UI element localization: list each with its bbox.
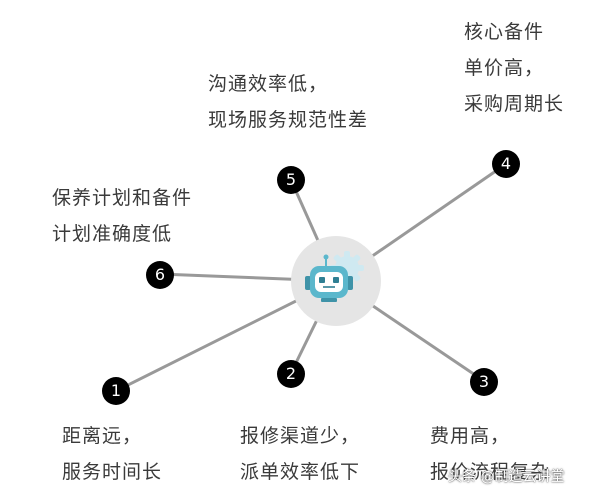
node-6-line-2: 计划准确度低 — [52, 223, 173, 245]
node-2-label: 报修渠道少， 派单效率低下 — [240, 418, 360, 490]
node-3-badge: 3 — [470, 368, 498, 396]
node-5-label: 沟通效率低， 现场服务规范性差 — [208, 66, 368, 138]
node-2-line-2: 派单效率低下 — [240, 461, 361, 483]
node-3-line-1: 费用高， — [430, 425, 511, 447]
node-6-line-1: 保养计划和备件 — [52, 187, 193, 209]
node-2-badge: 2 — [277, 360, 305, 388]
node-3-label: 费用高， 报价流程复杂 — [430, 418, 550, 490]
node-1-label: 距离远， 服务时间长 — [62, 418, 162, 490]
node-5-line-2: 现场服务规范性差 — [208, 109, 369, 131]
node-5-line-1: 沟通效率低， — [208, 73, 329, 95]
node-6-label: 保养计划和备件 计划准确度低 — [52, 180, 192, 252]
robot-gear-icon — [305, 251, 364, 302]
node-3-line-2: 报价流程复杂 — [430, 461, 551, 483]
central-hub — [291, 236, 381, 326]
node-6-badge: 6 — [146, 261, 174, 289]
node-4-line-1: 核心备件 — [464, 21, 545, 43]
watermark: 头条 @制造云讲堂 — [448, 469, 565, 485]
node-4-label: 核心备件 单价高， 采购周期长 — [464, 14, 564, 122]
node-2-line-1: 报修渠道少， — [240, 425, 361, 447]
node-1-badge: 1 — [102, 377, 130, 405]
node-4-badge: 4 — [492, 150, 520, 178]
node-1-line-2: 服务时间长 — [62, 461, 163, 483]
node-4-line-2: 单价高， — [464, 57, 545, 79]
node-4-line-3: 采购周期长 — [464, 93, 565, 115]
node-1-line-1: 距离远， — [62, 425, 143, 447]
node-5-badge: 5 — [277, 166, 305, 194]
